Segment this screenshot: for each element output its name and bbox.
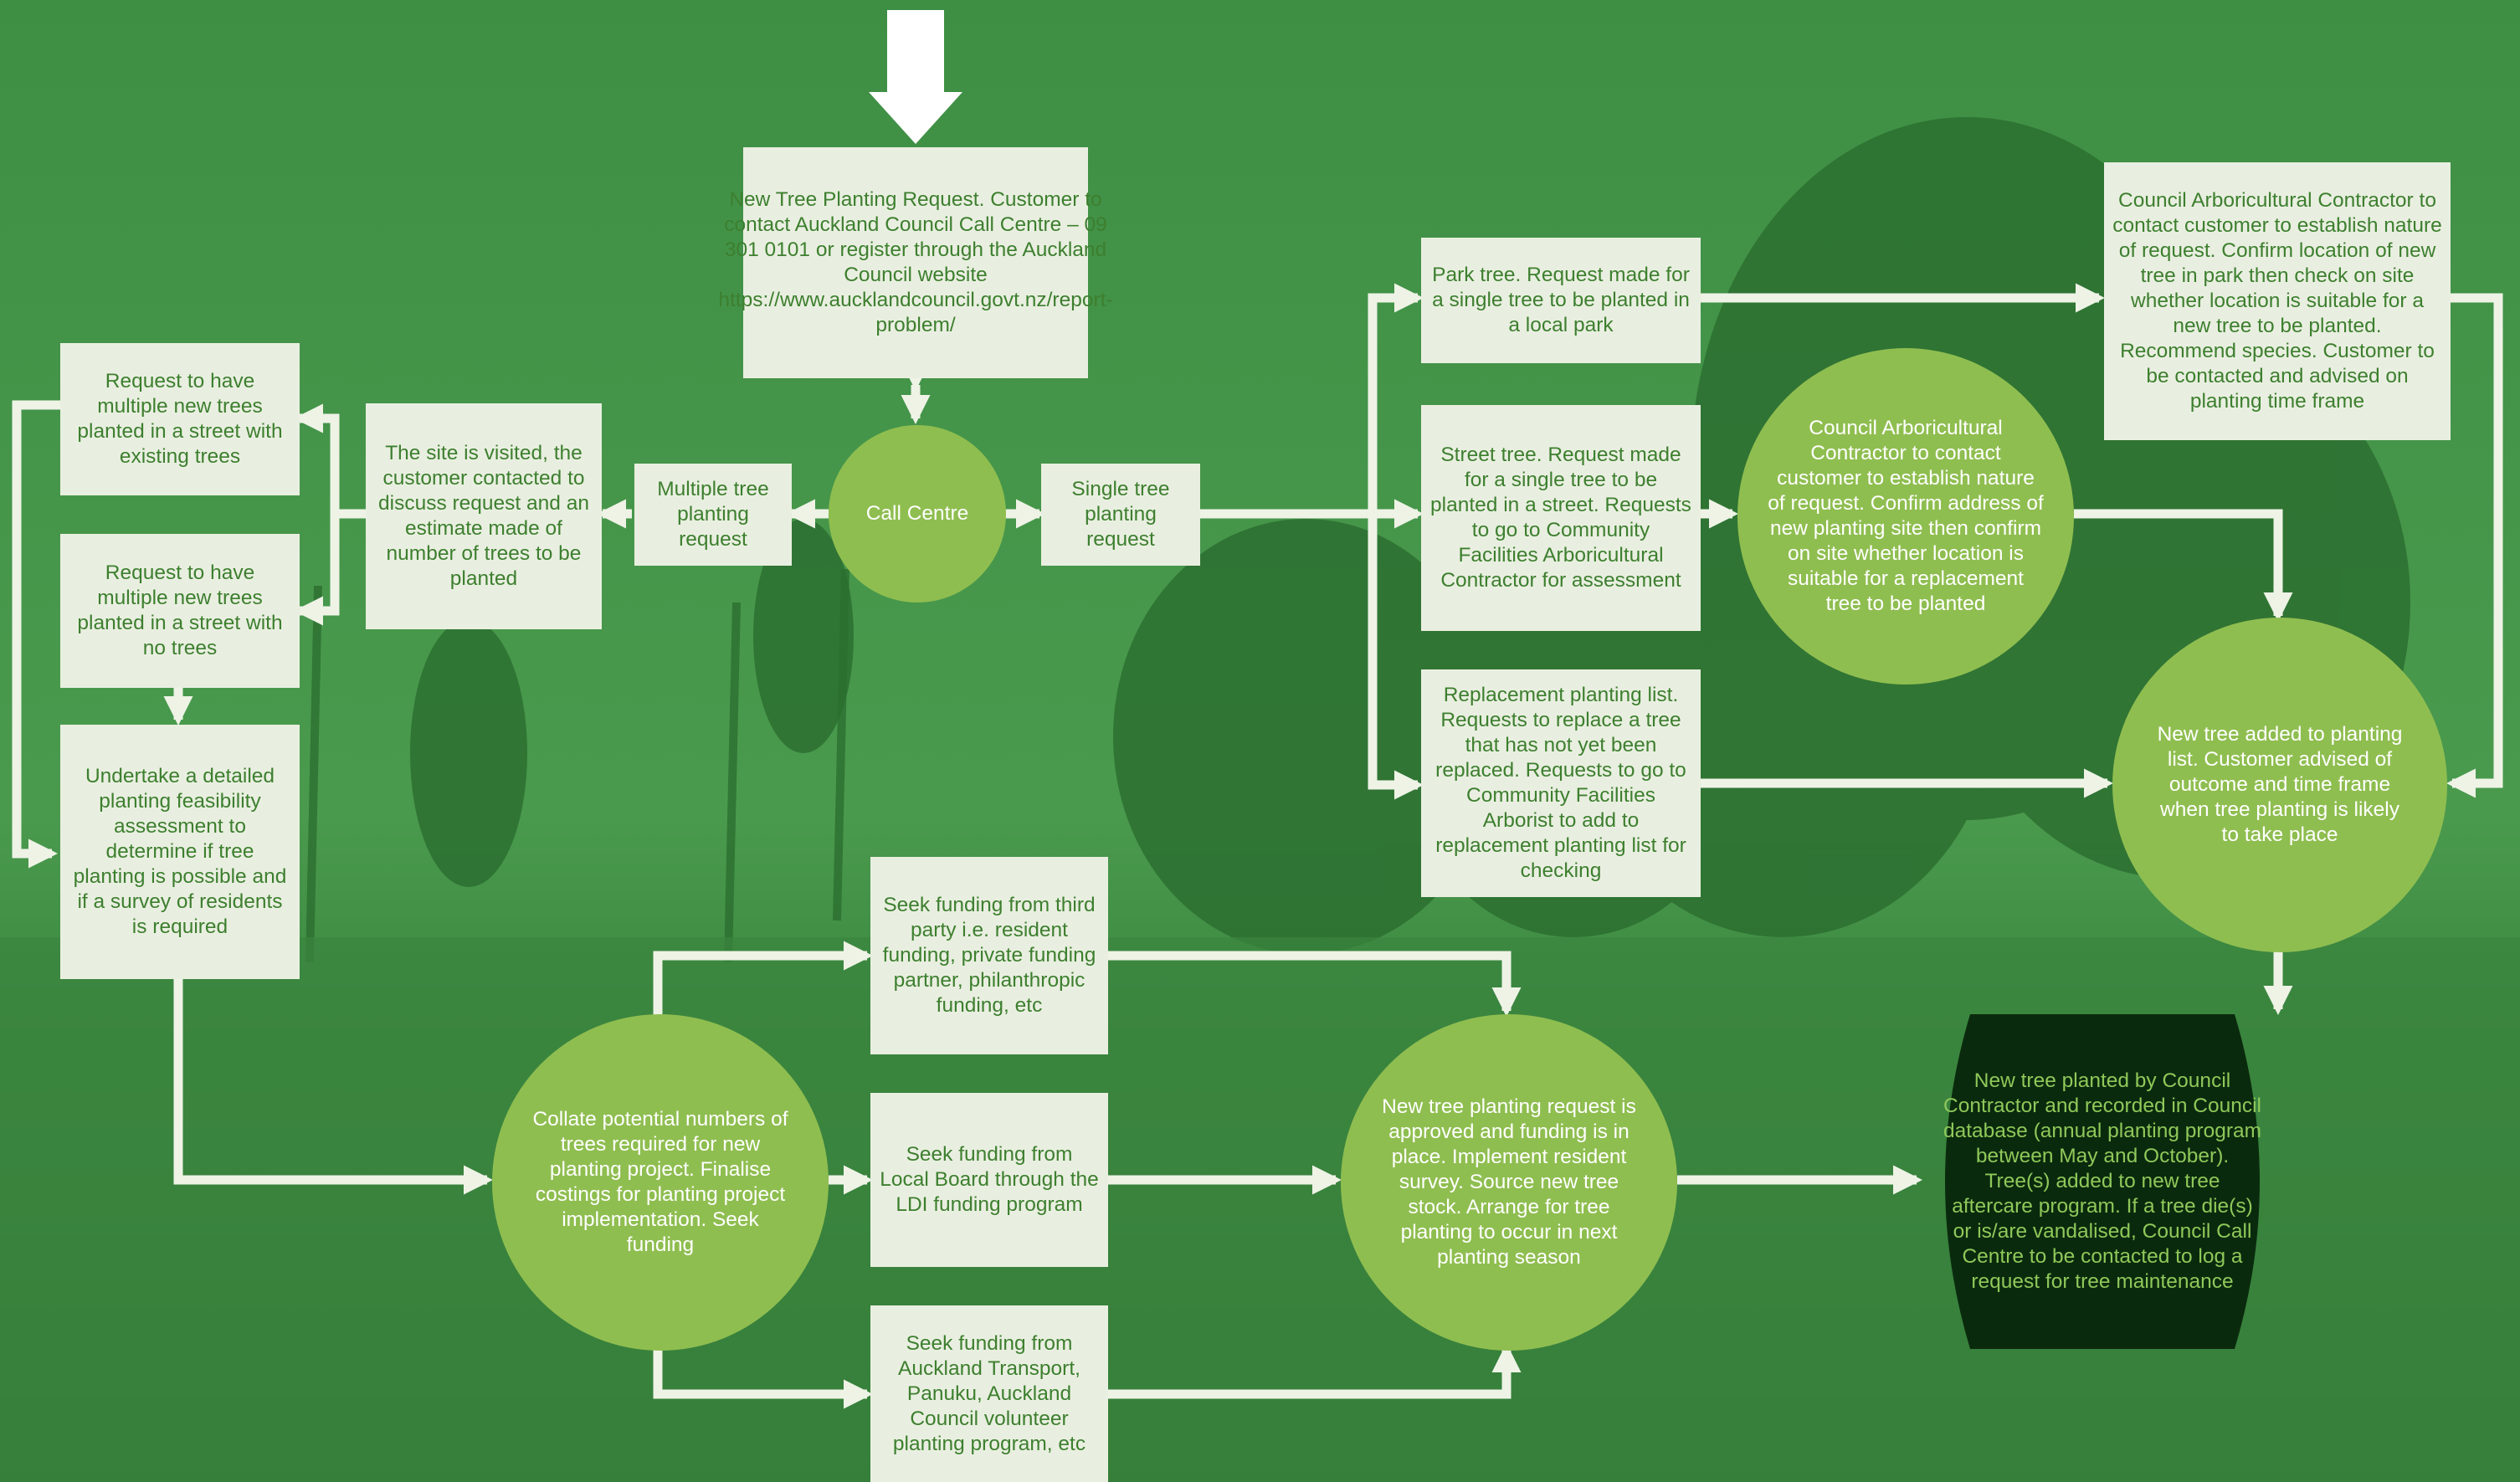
connector-collate-thirdparty [653,941,874,1016]
single-request-box: Single tree planting request [1041,464,1200,566]
fund-local-board-text: Seek funding from Local Board through th… [880,1143,1099,1216]
fund-local-board-box: Seek funding from Local Board through th… [870,1093,1108,1267]
planted-text: New tree planted by Council Contractor a… [1943,1069,2262,1293]
planted-node: New tree planted by Council Contractor a… [1920,1014,2285,1349]
replacement-box: Replacement planting list. Requests to r… [1421,669,1701,897]
fund-transport-box: Seek funding from Auckland Transport, Pa… [870,1305,1108,1482]
start-request-box: New Tree Planting Request. Customer to c… [718,147,1113,378]
replacement-text: Replacement planting list. Requests to r… [1435,684,1686,882]
existing-trees-box: Request to have multiple new trees plant… [60,343,300,495]
park-tree-box: Park tree. Request made for a single tre… [1421,238,1701,363]
entry-arrow-icon [869,10,962,144]
approved-text: New tree planting request is approved an… [1382,1095,1636,1269]
collate-text: Collate potential numbers of trees requi… [532,1108,788,1256]
single-request-text: Single tree planting request [1071,478,1170,551]
site-visited-box: The site is visited, the customer contac… [366,403,602,629]
call-centre-text: Call Centre [865,502,969,525]
site-visited-text: The site is visited, the customer contac… [378,442,589,590]
connector-feasibility-collate [173,977,494,1195]
connector-thirdparty-approved [1106,951,1522,1018]
fund-third-party-box: Seek funding from third party i.e. resid… [870,857,1108,1054]
call-centre-node: Call Centre [829,425,1006,603]
start-request-text: New Tree Planting Request. Customer to c… [718,188,1113,336]
connector-existing-feasibility [12,400,60,869]
contractor-street-node: Council Arboricultural Contractor to con… [1737,348,2074,685]
no-trees-text: Request to have multiple new trees plant… [77,562,283,659]
street-tree-text: Street tree. Request made for a single t… [1430,444,1691,592]
added-to-list-node: New tree added to planting list. Custome… [2112,618,2447,952]
palm-trunks [305,568,849,963]
existing-trees-text: Request to have multiple new trees plant… [77,370,283,468]
no-trees-box: Request to have multiple new trees plant… [60,534,300,688]
collate-node: Collate potential numbers of trees requi… [492,1014,829,1351]
connector-contractor-added [2074,509,2293,623]
added-to-list-text: New tree added to planting list. Custome… [2157,723,2403,846]
fund-third-party-text: Seek funding from third party i.e. resid… [882,894,1096,1017]
contractor-park-box: Council Arboricultural Contractor to con… [2104,162,2451,440]
feasibility-text: Undertake a detailed planting feasibilit… [73,765,287,938]
planted-node-shape [1945,1014,2260,1349]
connector-site-branches [301,413,366,519]
connector-transport-approved [1106,1342,1522,1399]
multiple-request-text: Multiple tree planting request [657,478,769,551]
approved-node: New tree planting request is approved an… [1341,1014,1677,1351]
park-tree-text: Park tree. Request made for a single tre… [1432,264,1690,336]
connector-park-added [2446,293,2503,798]
street-tree-box: Street tree. Request made for a single t… [1421,405,1701,631]
fund-transport-text: Seek funding from Auckland Transport, Pa… [892,1331,1086,1455]
multiple-request-box: Multiple tree planting request [634,464,792,566]
feasibility-box: Undertake a detailed planting feasibilit… [60,725,300,979]
contractor-park-text: Council Arboricultural Contractor to con… [2112,189,2442,413]
contractor-street-text: Council Arboricultural Contractor to con… [1768,417,2044,615]
connector-collate-transport [653,1349,874,1409]
